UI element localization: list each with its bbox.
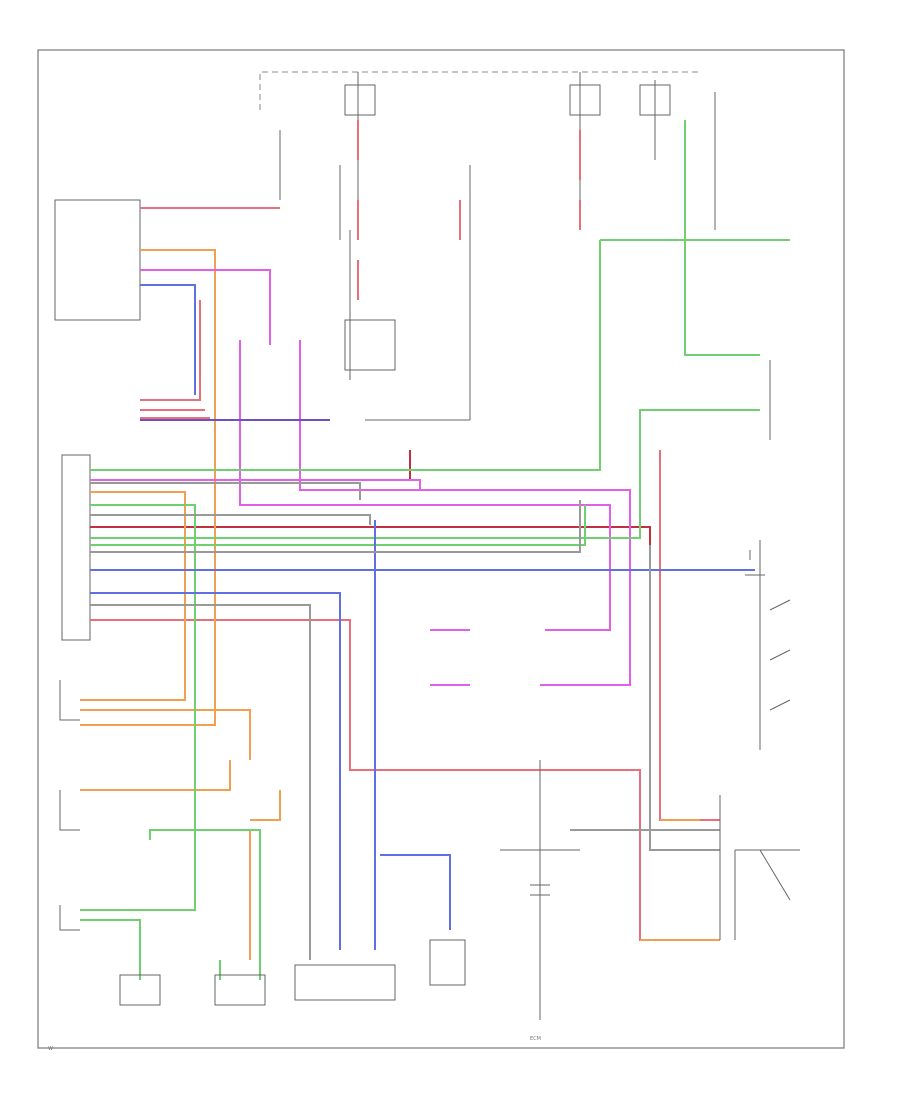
ecm-bottom-label: ECM [530, 1036, 541, 1042]
switch-box [344, 319, 396, 371]
top-bus [259, 71, 700, 110]
module-2 [214, 974, 266, 1006]
ecm-connector [61, 454, 91, 641]
module-1 [119, 974, 161, 1006]
switch-stack [745, 360, 791, 750]
fuse-box-1 [344, 84, 376, 116]
fuse-box-3 [639, 84, 671, 116]
module-4 [429, 939, 466, 986]
footer-code: W [48, 1046, 53, 1052]
wire-blue-1 [140, 284, 196, 395]
wire-magenta-1 [140, 269, 271, 345]
module-3 [294, 964, 396, 1001]
fuse-box-2 [569, 84, 601, 116]
diagram-frame [37, 49, 845, 1049]
wire-orange-1 [80, 249, 216, 726]
wire-gray-1 [90, 482, 361, 500]
relay-box [54, 199, 141, 321]
